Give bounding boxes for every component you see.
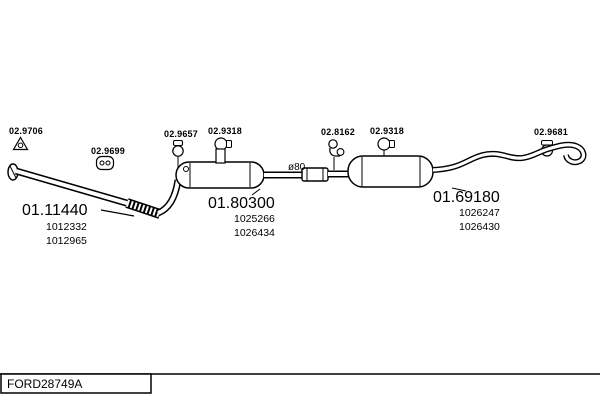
clamp-label-5: 02.8162 [321, 127, 355, 137]
part-number: 01.11440 [22, 202, 88, 219]
leader-line-rear-silencer [451, 187, 467, 192]
leader-line-centre-silencer [251, 188, 261, 196]
pipe-clamp-icon [172, 139, 184, 168]
part-group-centre-silencer: 01.80300 1025266 1026434 [208, 195, 275, 239]
front-flange [7, 163, 19, 181]
part-ref: 1012332 [46, 221, 87, 233]
part-number: 01.69180 [433, 189, 500, 206]
drawing-code: FORD28749A [7, 377, 82, 391]
part-group-front-pipe: 01.11440 1012332 1012965 [22, 202, 88, 247]
part-number: 01.80300 [208, 195, 275, 212]
sleeve-connector [301, 167, 329, 182]
clamp-label-4: 02.9318 [208, 126, 242, 136]
tailpipe [432, 141, 587, 173]
part-ref: 1012965 [46, 235, 87, 247]
mounting-bracket-icon [328, 139, 345, 170]
front-downpipe [15, 167, 131, 208]
flex-pipe-section [125, 198, 162, 219]
rubber-hanger-icon [95, 155, 115, 171]
part-ref: 1026430 [459, 221, 500, 233]
footer: FORD28749A [0, 373, 600, 394]
round-clamp-icon [214, 137, 232, 151]
centre-silencer [175, 148, 265, 189]
round-clamp-icon [377, 137, 395, 157]
rear-silencer [347, 155, 434, 188]
part-group-rear-silencer: 01.69180 1026247 1026430 [433, 189, 500, 233]
leader-line-front-pipe [100, 209, 135, 217]
inlet-riser-pipe [156, 179, 182, 217]
clamp-label-2: 02.9699 [91, 146, 125, 156]
drawing-code-box [0, 373, 152, 394]
clamp-label-7: 02.9681 [534, 127, 568, 137]
flange-gasket-icon [12, 136, 29, 151]
part-ref: 1025266 [234, 213, 275, 225]
clamp-label-6: 02.9318 [370, 126, 404, 136]
clamp-label-1: 02.9706 [9, 126, 43, 136]
part-ref: 1026434 [234, 227, 275, 239]
part-ref: 1026247 [459, 207, 500, 219]
clamp-label-3: 02.9657 [164, 129, 198, 139]
pipe-diameter-label: ø80 [288, 162, 306, 173]
